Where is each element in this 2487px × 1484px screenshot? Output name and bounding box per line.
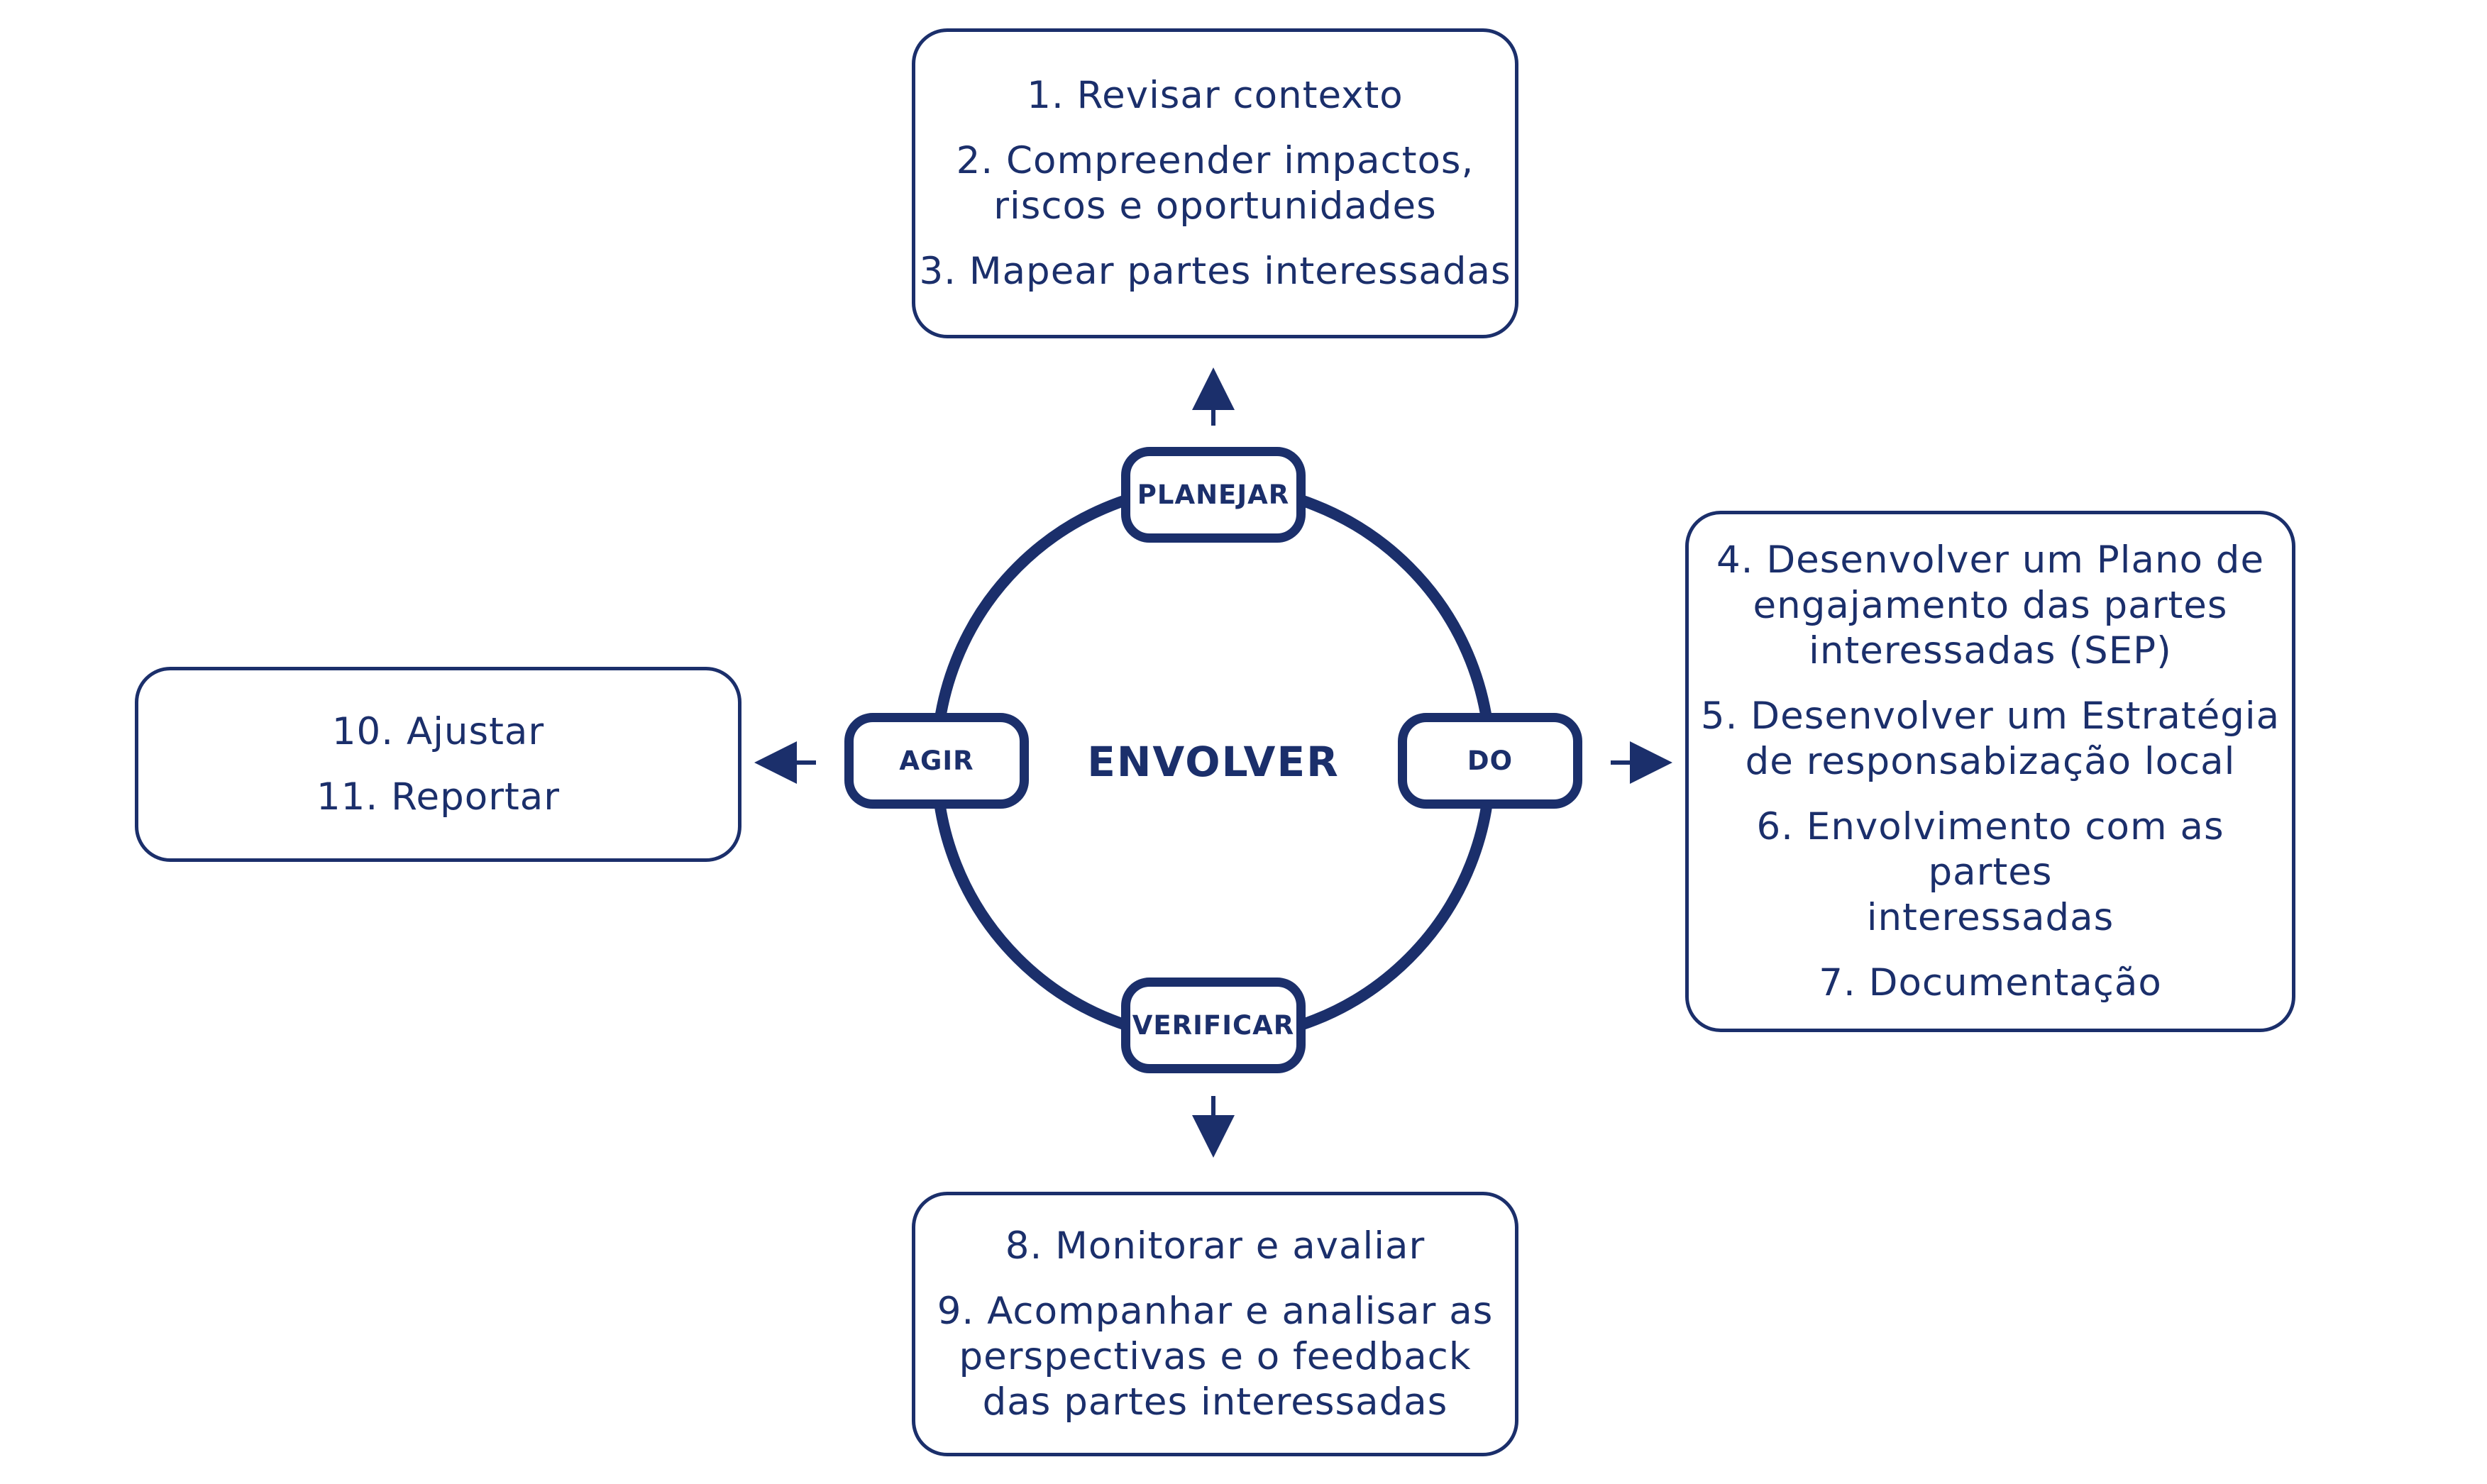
- step-9: 9. Acompanhar e analisar as perspectivas…: [937, 1289, 1494, 1424]
- step-3: 3. Mapear partes interessadas: [919, 249, 1511, 293]
- act-steps-box: 10. Ajustar 11. Reportar: [135, 667, 741, 862]
- center-label: ENVOLVER: [1087, 738, 1340, 786]
- plan-steps-box: 1. Revisar contexto 2. Compreender impac…: [912, 28, 1518, 338]
- step-8: 8. Monitorar e avaliar: [1005, 1224, 1426, 1268]
- check-steps-box: 8. Monitorar e avaliar 9. Acompanhar e a…: [912, 1192, 1518, 1456]
- step-6: 6. Envolvimento com as partes interessad…: [1756, 804, 2224, 939]
- step-10: 10. Ajustar: [331, 709, 545, 753]
- phase-do-label: DO: [1398, 713, 1582, 809]
- step-2: 2. Compreender impactos, riscos e oportu…: [956, 138, 1474, 228]
- step-11: 11. Reportar: [316, 775, 561, 819]
- do-steps-box: 4. Desenvolver um Plano de engajamento d…: [1685, 511, 2295, 1032]
- phase-act-label: AGIR: [844, 713, 1029, 809]
- phase-plan-label: PLANEJAR: [1121, 447, 1306, 543]
- phase-check-label: VERIFICAR: [1121, 978, 1306, 1073]
- step-5: 5. Desenvolver um Estratégia de responsa…: [1700, 694, 2281, 783]
- step-1: 1. Revisar contexto: [1027, 73, 1404, 117]
- step-4: 4. Desenvolver um Plano de engajamento d…: [1716, 538, 2265, 672]
- step-7: 7. Documentação: [1819, 960, 2162, 1004]
